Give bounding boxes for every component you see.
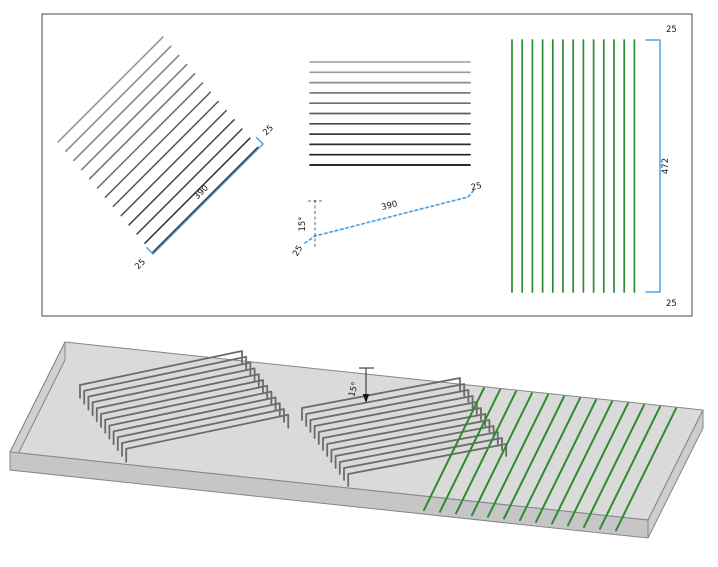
iso-green-bar [439,388,501,513]
iso-left-wire-group [79,350,290,463]
iso-green-bar [535,398,597,523]
middle-bar-shape-dimension: 15° 25 390 25 [291,181,483,258]
dim-mid-length: 390 [380,199,398,213]
iso-green-bar [519,397,581,522]
dim-mid-angle: 15° [298,216,308,231]
flat-diagonal-bar [73,54,180,162]
flat-view: 390 25 25 15° 25 390 25 25 472 25 [41,13,693,317]
bar-shape-dashed-line [304,189,475,244]
flat-diagonal-bar [104,91,212,198]
dim-right-hook-top: 25 [666,25,677,35]
iso-bent-wire [125,413,290,463]
flat-diagonal-bar [65,45,172,152]
flat-middle-bar-group [309,61,471,166]
bar-shape-bracket [645,39,661,293]
flat-diagonal-bar [112,100,220,208]
dim-left-hook-end: 25 [261,123,276,138]
flat-diagonal-bar [88,73,196,180]
iso-green-bar [583,404,645,528]
iso-green-bar [455,390,517,515]
iso-green-bar-group [423,387,677,532]
flat-diagonal-bar [128,119,235,226]
dim-right-length: 472 [661,158,671,174]
dim-left-hook-start: 25 [133,257,148,272]
iso-green-bar [551,400,613,525]
iso-green-bar [567,402,629,527]
iso-view: 15° [9,341,704,539]
iso-green-bar [599,405,661,530]
iso-angle-label: 15° [347,381,361,398]
bar-shape-line [145,136,264,255]
dim-mid-hook-end: 25 [470,181,483,193]
iso-green-bar [423,387,485,511]
flat-diagonal-bar [152,146,259,254]
drawing-frame [41,13,693,317]
arrowhead-icon [362,394,370,403]
dim-mid-hook-start: 25 [291,244,305,258]
dim-right-hook-bottom: 25 [666,299,677,309]
flat-diagonal-bar [144,137,251,244]
flat-diagonal-bar [96,82,204,189]
iso-bent-wire [347,443,508,487]
flat-right-bar-group [511,39,636,293]
flat-diagonal-bar [120,109,227,217]
iso-green-bar [487,393,549,518]
iso-green-bar [503,395,565,520]
iso-green-bar [471,392,533,517]
flat-left-bar-group [57,36,259,254]
flat-diagonal-bar [80,63,188,171]
flat-diagonal-bar [57,36,164,143]
right-bar-shape-dimension: 25 472 25 [645,25,677,309]
iso-angle-annotation: 15° [347,367,374,403]
iso-green-bar [615,407,677,532]
flat-diagonal-bar [136,128,243,235]
